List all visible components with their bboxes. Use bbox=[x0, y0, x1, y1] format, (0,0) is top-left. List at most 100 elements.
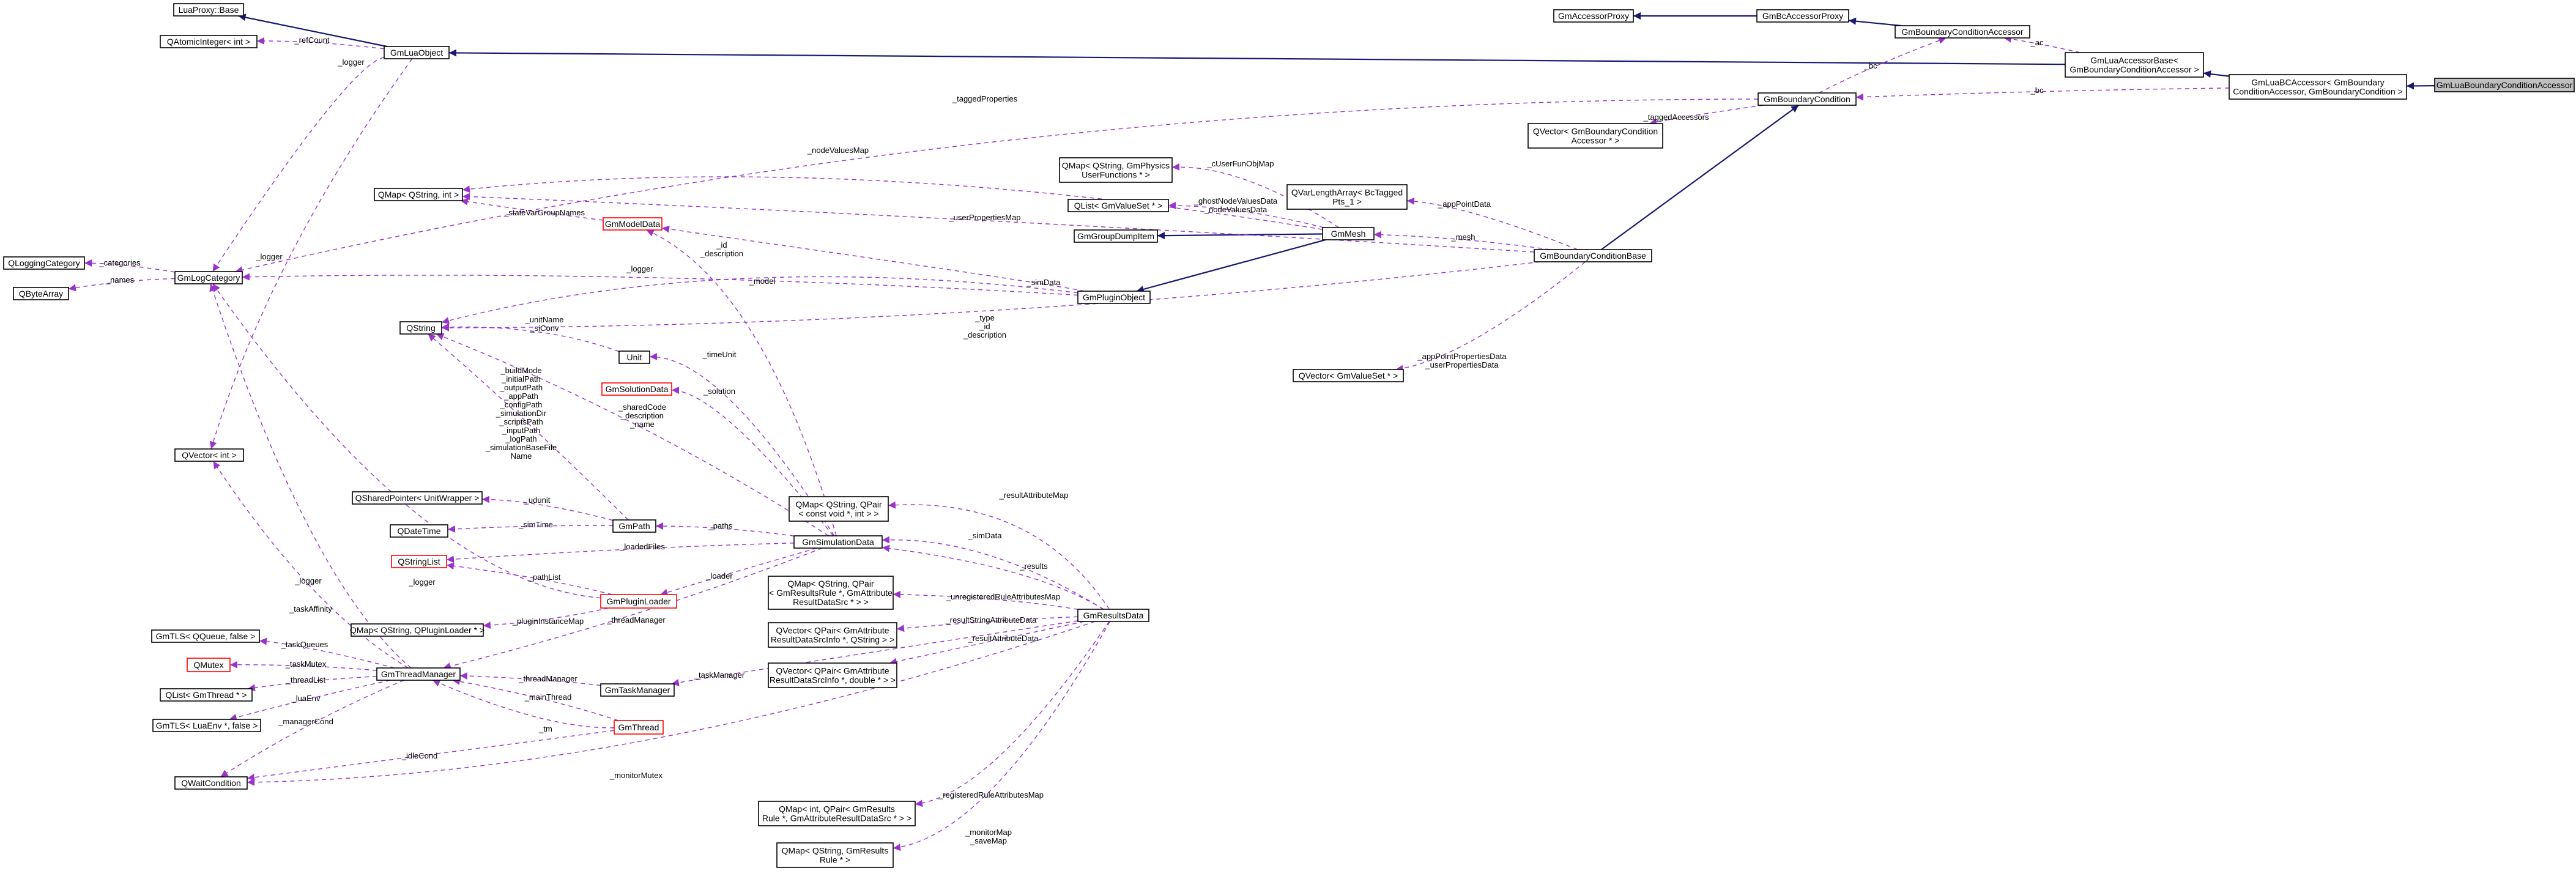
class-node-gmBoundaryConditionAccessor[interactable]: GmBoundaryConditionAccessor bbox=[1895, 25, 2030, 39]
class-node-gmPath[interactable]: GmPath bbox=[612, 519, 656, 533]
class-node-gmSolutionData[interactable]: GmSolutionData bbox=[601, 382, 672, 396]
class-node-gmModelData[interactable]: GmModelData bbox=[603, 217, 663, 231]
node-box bbox=[758, 801, 916, 826]
class-node-gmBcAccessorProxy[interactable]: GmBcAccessorProxy bbox=[1756, 9, 1849, 23]
node-label: QMap< QString, GmResults bbox=[782, 846, 889, 856]
class-node-gmTaskManager[interactable]: GmTaskManager bbox=[600, 683, 675, 697]
class-node-gmThread[interactable]: GmThread bbox=[614, 720, 664, 735]
class-node-qWaitCondition[interactable]: QWaitCondition bbox=[174, 776, 248, 790]
class-node-gmGroupDumpItem[interactable]: GmGroupDumpItem bbox=[1074, 229, 1158, 243]
class-node-gmLuaAccessorBase[interactable]: GmLuaAccessorBase<GmBoundaryConditionAcc… bbox=[2065, 52, 2204, 78]
edge-label-line: _idleCond bbox=[401, 751, 438, 760]
edge-gmBoundaryConditionBase-to-gmMesh bbox=[1373, 231, 1550, 250]
class-node-qVectorPairString[interactable]: QVector< QPair< GmAttributeResultDataSrc… bbox=[768, 622, 897, 648]
edge-line bbox=[2203, 70, 2230, 78]
class-node-qListValueSet[interactable]: QList< GmValueSet * > bbox=[1067, 199, 1169, 212]
class-node-qMapPluginLoader[interactable]: QMap< QString, QPluginLoader * > bbox=[350, 623, 484, 637]
node-label: QMutex bbox=[193, 660, 223, 670]
node-box bbox=[789, 496, 889, 522]
edge-line bbox=[212, 283, 601, 599]
node-box bbox=[151, 629, 260, 643]
class-node-qMapResultsRule[interactable]: QMap< QString, GmResultsRule * > bbox=[776, 842, 894, 868]
edge-label: _loader bbox=[705, 571, 733, 580]
node-box bbox=[793, 535, 883, 549]
edge-gmBoundaryConditionAccessor-to-gmBcAccessorProxy bbox=[1848, 17, 1901, 27]
class-node-gmLuaObject[interactable]: GmLuaObject bbox=[384, 46, 450, 59]
node-label: GmBoundaryConditionAccessor bbox=[1901, 27, 2024, 37]
edge-label: _idleCond bbox=[401, 751, 438, 760]
edge-label-line: _stateVarGroupNames bbox=[503, 208, 585, 217]
class-node-qVectorInt[interactable]: QVector< int > bbox=[174, 448, 244, 462]
edge-label-line: _bc bbox=[2030, 86, 2044, 95]
class-node-qStringList[interactable]: QStringList bbox=[391, 555, 447, 568]
edge-label-line: _refCount bbox=[294, 35, 329, 45]
node-label: GmPluginLoader bbox=[606, 596, 670, 606]
edge-gmResultsData-to-qVectorPairDouble bbox=[889, 621, 1085, 666]
class-node-gmLuaBoundaryConditionAccessor[interactable]: GmLuaBoundaryConditionAccessor bbox=[2434, 78, 2575, 92]
class-node-unit[interactable]: Unit bbox=[618, 350, 650, 364]
class-node-qByteArray[interactable]: QByteArray bbox=[13, 287, 69, 300]
edge-label-line: _nodeValuesMap bbox=[807, 146, 869, 155]
edge-label: _mainThread bbox=[524, 692, 572, 702]
class-node-qSharedPointerUnit[interactable]: QSharedPointer< UnitWrapper > bbox=[352, 491, 483, 505]
class-node-gmBoundaryCondition[interactable]: GmBoundaryCondition bbox=[1758, 92, 1857, 106]
class-node-qDateTime[interactable]: QDateTime bbox=[390, 524, 448, 538]
class-node-qString[interactable]: QString bbox=[399, 321, 442, 335]
class-node-gmPluginLoader[interactable]: GmPluginLoader bbox=[600, 594, 677, 609]
edge-line bbox=[247, 621, 1096, 786]
node-label: QVector< GmBoundaryCondition bbox=[1533, 127, 1658, 136]
node-box bbox=[399, 321, 442, 335]
edge-line bbox=[448, 49, 2066, 65]
edge-line bbox=[882, 536, 1104, 610]
class-node-gmThreadManager[interactable]: GmThreadManager bbox=[376, 667, 461, 681]
edge-line bbox=[1136, 239, 1326, 293]
class-node-gmBoundaryConditionBase[interactable]: GmBoundaryConditionBase bbox=[1534, 249, 1652, 262]
edge-line bbox=[1848, 17, 1901, 27]
edge-line bbox=[212, 57, 385, 272]
class-node-gmResultsData[interactable]: GmResultsData bbox=[1077, 609, 1149, 622]
class-node-qVectorPairDouble[interactable]: QVector< QPair< GmAttributeResultDataSrc… bbox=[768, 662, 897, 688]
edge-label-line: _appPointPropertiesData bbox=[1417, 352, 1507, 361]
edge-line bbox=[443, 547, 823, 670]
class-node-qVectorAccessor[interactable]: QVector< GmBoundaryConditionAccessor * > bbox=[1527, 123, 1663, 149]
edge-label: _id_description bbox=[700, 240, 743, 258]
class-node-gmLogCategory[interactable]: GmLogCategory bbox=[174, 271, 243, 284]
class-node-qMapPairRule[interactable]: QMap< QString, QPair< GmResultsRule *, G… bbox=[768, 576, 894, 610]
node-box bbox=[374, 188, 463, 201]
class-node-qAtomicInt[interactable]: QAtomicInteger< int > bbox=[160, 35, 258, 48]
edge-label-line: _monitorMutex bbox=[609, 771, 663, 780]
class-node-gmTlsQueue[interactable]: GmTLS< QQueue, false > bbox=[151, 629, 260, 643]
class-node-qListThread[interactable]: QList< GmThread * > bbox=[160, 688, 253, 702]
class-node-gmSimulationData[interactable]: GmSimulationData bbox=[793, 535, 883, 549]
class-node-gmMesh[interactable]: GmMesh bbox=[1322, 227, 1375, 240]
edge-label-line: _taskQueues bbox=[281, 640, 328, 649]
edge-label-line: _simData bbox=[968, 531, 1003, 540]
node-label: QString bbox=[406, 323, 435, 333]
edge-gmThreadManager-to-gmTlsLuaEnv bbox=[229, 680, 391, 721]
class-node-qMapIntPair[interactable]: QMap< int, QPair< GmResultsRule *, GmAtt… bbox=[758, 801, 916, 826]
class-node-qMutex[interactable]: QMutex bbox=[187, 658, 231, 672]
class-node-gmAccessorProxy[interactable]: GmAccessorProxy bbox=[1553, 9, 1634, 23]
edge-gmLuaBCAccessor-to-gmBoundaryCondition bbox=[1855, 87, 2230, 101]
class-node-qMapStringInt[interactable]: QMap< QString, int > bbox=[374, 188, 463, 201]
edge-label: _bc bbox=[2030, 86, 2044, 95]
node-box bbox=[152, 719, 261, 732]
edge-label-line: _inputPath bbox=[502, 426, 540, 435]
class-node-qVectorValueSet[interactable]: QVector< GmValueSet * > bbox=[1293, 369, 1404, 382]
class-node-qLoggingCategory[interactable]: QLoggingCategory bbox=[3, 256, 85, 270]
class-node-luaProxyBase[interactable]: LuaProxy::Base bbox=[173, 3, 244, 17]
node-box bbox=[1074, 229, 1158, 243]
edge-label-line: _threadList bbox=[286, 675, 326, 684]
node-label: QVector< QPair< GmAttribute bbox=[776, 626, 889, 636]
class-node-gmLuaBCAccessor[interactable]: GmLuaBCAccessor< GmBoundaryConditionAcce… bbox=[2229, 74, 2407, 100]
edge-label-line: _ac bbox=[2030, 38, 2044, 47]
node-box bbox=[2065, 52, 2204, 78]
node-box bbox=[160, 688, 253, 702]
class-node-gmTlsLuaEnv[interactable]: GmTLS< LuaEnv *, false > bbox=[152, 719, 261, 732]
class-node-qMapPair[interactable]: QMap< QString, QPair< const void *, int … bbox=[789, 496, 889, 522]
edge-line bbox=[235, 98, 1759, 274]
class-node-gmPluginObject[interactable]: GmPluginObject bbox=[1077, 291, 1151, 304]
edge-label: _threadManager bbox=[518, 674, 577, 683]
